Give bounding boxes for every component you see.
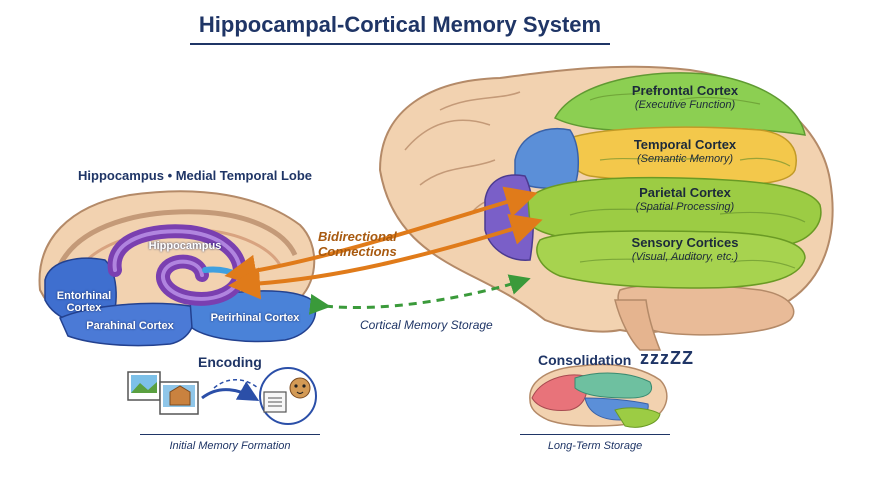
encoding-arrow <box>201 381 260 401</box>
encoding-title: Encoding <box>198 354 262 370</box>
bidirectional-arrows <box>224 186 543 300</box>
entorhinal-label: Entorhinal Cortex <box>56 290 112 314</box>
sensory-sub: (Visual, Auditory, etc.) <box>631 250 739 263</box>
page-title: Hippocampal-Cortical Memory System <box>198 12 602 37</box>
temporal-sub: (Semantic Memory) <box>637 152 733 165</box>
storage-label: Cortical Memory Storage <box>360 318 493 332</box>
encoding-caption: Initial Memory Formation <box>169 440 291 452</box>
temporal-region <box>566 126 797 186</box>
prefrontal-label: Prefrontal Cortex (Executive Function) <box>590 83 780 112</box>
title-underline <box>190 43 610 45</box>
parietal-sub: (Spatial Processing) <box>635 200 735 213</box>
parietal-name: Parietal Cortex <box>639 185 731 200</box>
bidirectional-label: Bidirectional Connections <box>318 229 397 259</box>
sleep-icon: zzzZZ <box>640 348 694 368</box>
consolidation-brain <box>529 363 668 428</box>
parietal-label: Parietal Cortex (Spatial Processing) <box>590 185 780 214</box>
blue-lobe <box>514 128 580 190</box>
hippocampus-label: Hippocampus <box>148 240 222 252</box>
consolidation-rule <box>520 434 670 435</box>
temporal-label: Temporal Cortex (Semantic Memory) <box>590 137 780 166</box>
prefrontal-sub: (Executive Function) <box>634 98 736 111</box>
prefrontal-name: Prefrontal Cortex <box>631 83 739 98</box>
consolidation-caption: Long-Term Storage <box>547 440 643 452</box>
encoding-rule <box>140 434 320 435</box>
temporal-name: Temporal Cortex <box>633 137 737 152</box>
storage-arrow <box>308 274 531 315</box>
consolidation-title: Consolidation <box>538 352 632 368</box>
mtl-heading: Hippocampus • Medial Temporal Lobe <box>78 168 313 183</box>
perirhinal-label: Perirhinal Cortex <box>210 312 300 324</box>
sensory-name: Sensory Cortices <box>631 235 739 250</box>
dog-icon <box>289 377 311 399</box>
parahinal-region <box>59 302 195 347</box>
brain-stem <box>614 299 662 351</box>
sensory-label: Sensory Cortices (Visual, Auditory, etc.… <box>580 235 790 264</box>
encoding-icons <box>127 367 317 425</box>
parahinal-label: Parahinal Cortex <box>86 320 174 332</box>
